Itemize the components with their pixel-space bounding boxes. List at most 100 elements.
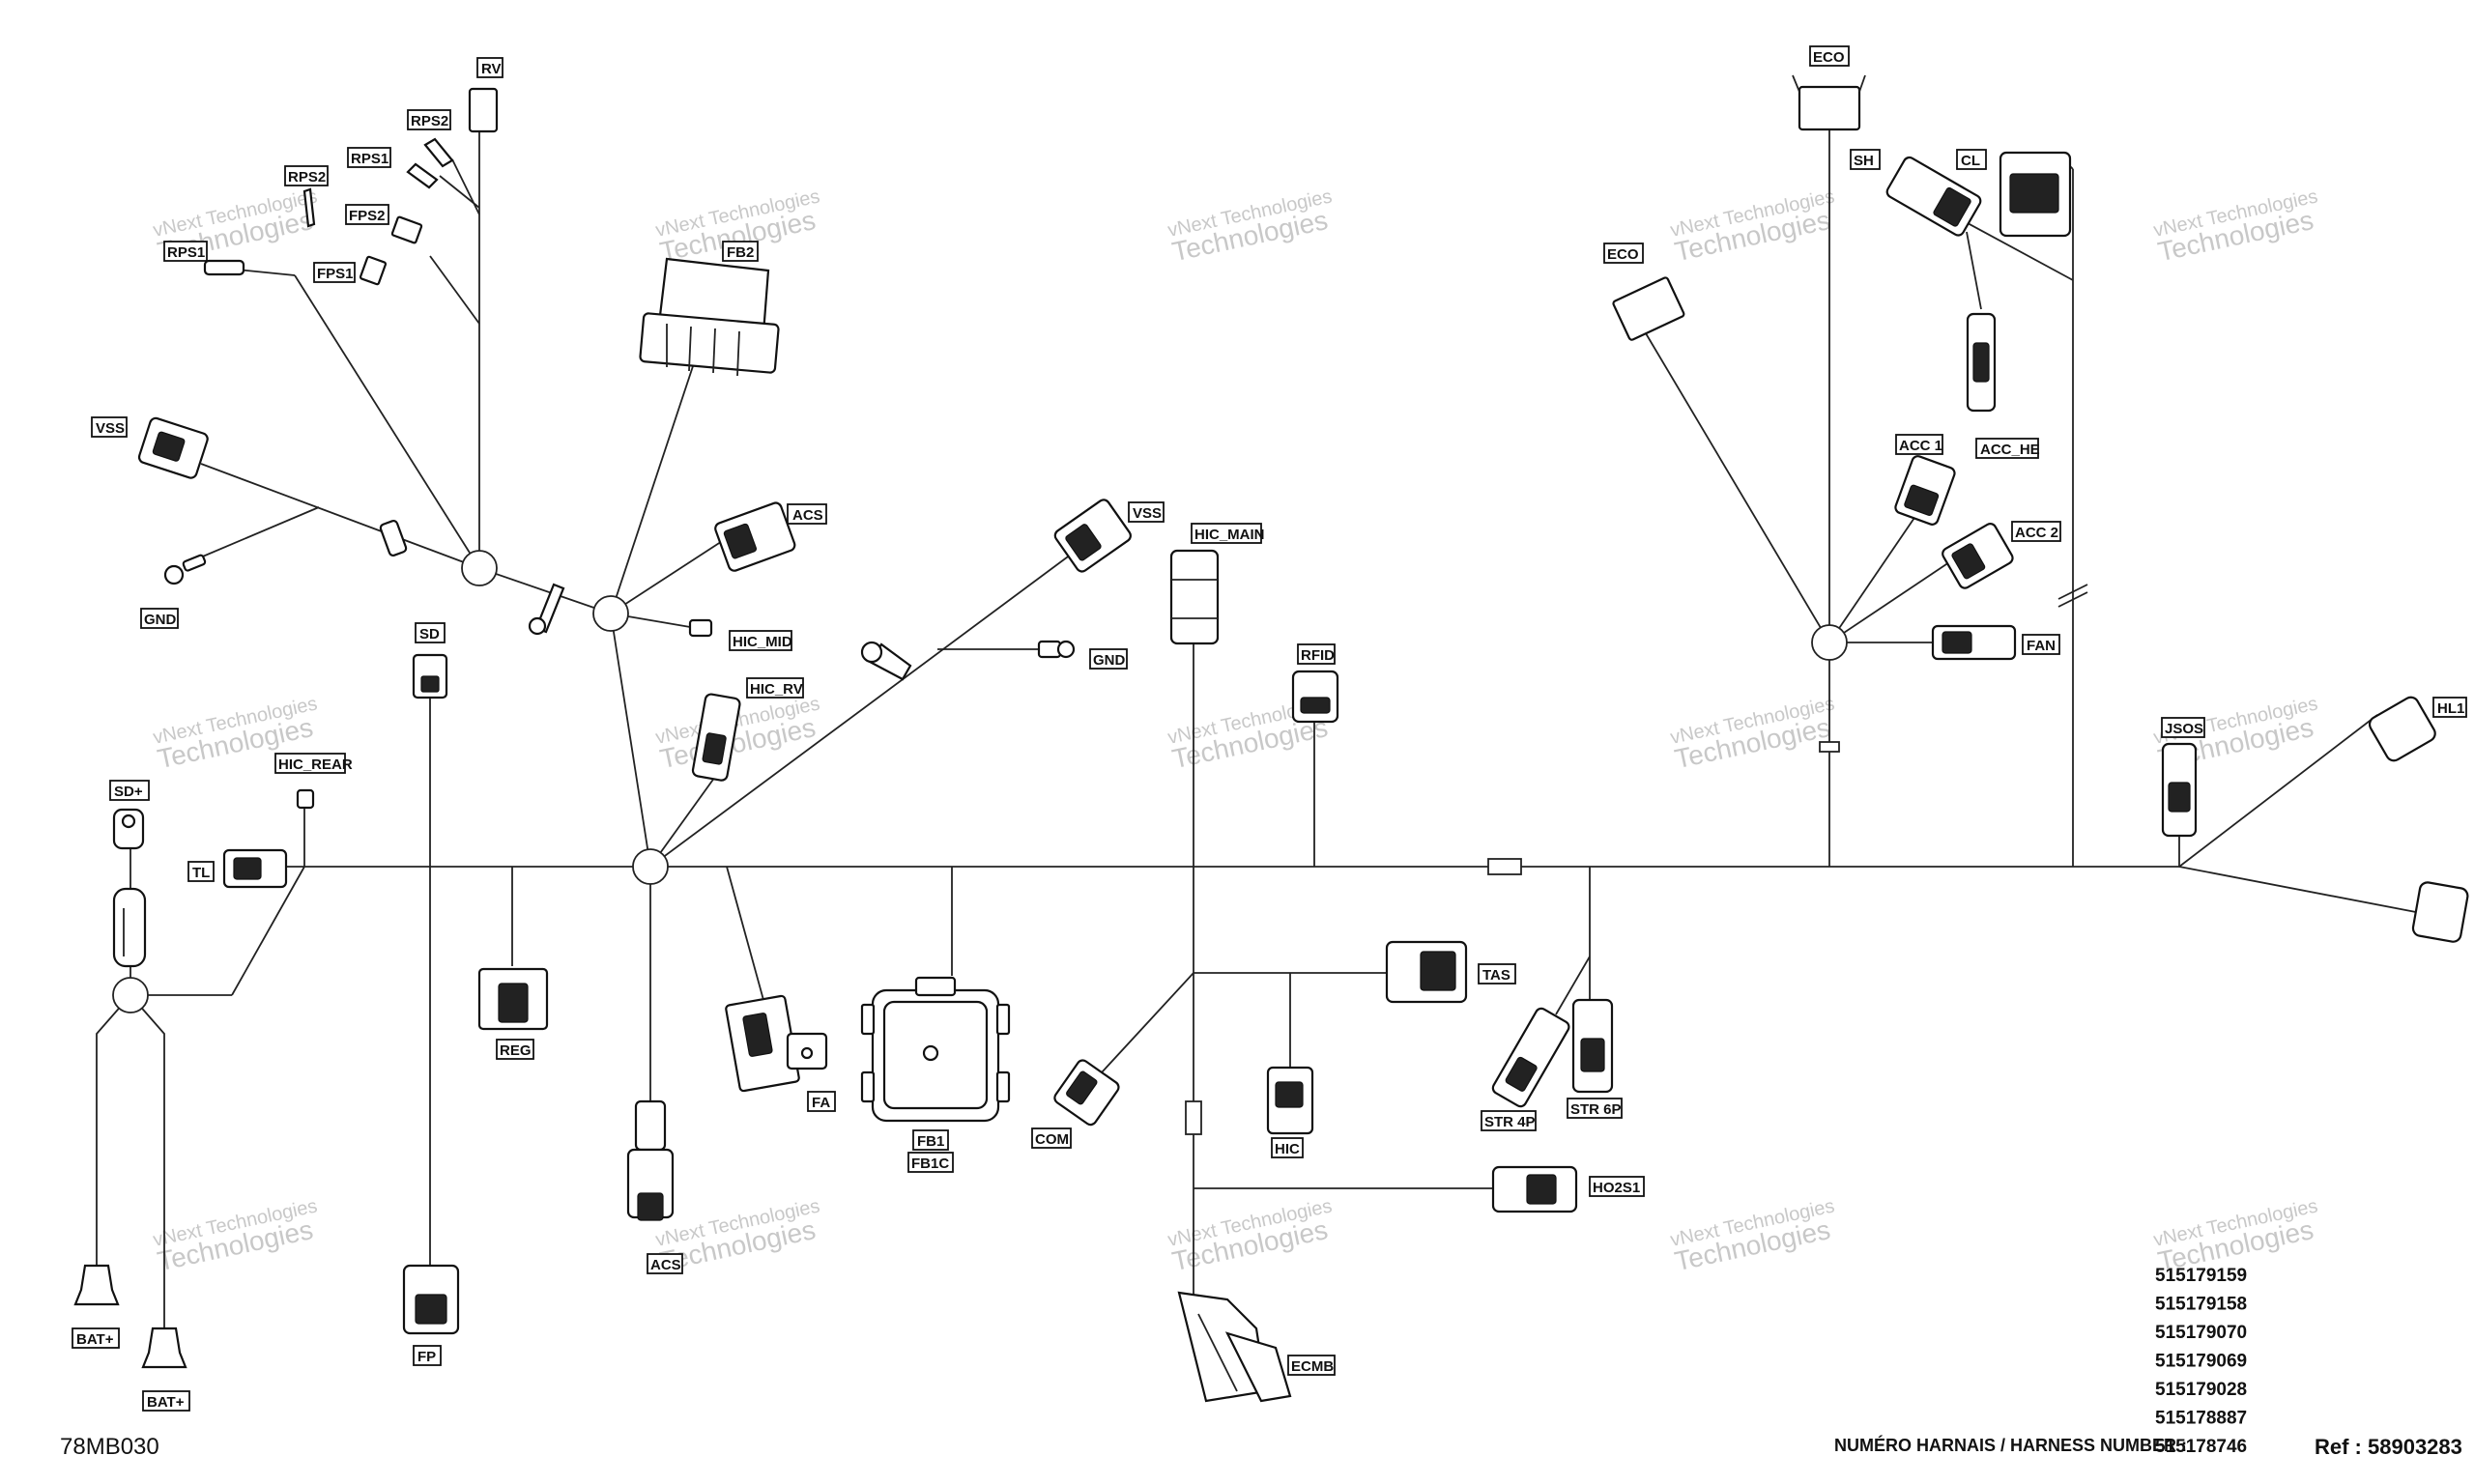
labels: RV RPS2 RPS1 RPS2 FPS2 RPS1 FPS1 VSS GND… xyxy=(72,45,2467,1412)
connector-hic-mid xyxy=(688,618,713,638)
splice-mark xyxy=(1487,858,1522,875)
label-hic-main: HIC_MAIN xyxy=(1191,523,1265,544)
label-acs-upper: ACS xyxy=(787,503,827,525)
connector-ho2s1-detail xyxy=(1526,1174,1557,1205)
svg-text:ACS: ACS xyxy=(792,507,823,524)
svg-text:BAT+: BAT+ xyxy=(76,1331,114,1348)
label-fps2: FPS2 xyxy=(345,204,389,225)
harness-number: 515179069 xyxy=(2155,1352,2247,1372)
connector-gnd-ring-end xyxy=(1056,640,1076,659)
junction xyxy=(592,595,629,632)
svg-text:GND: GND xyxy=(1093,652,1126,669)
connector-tas-detail xyxy=(1420,951,1456,991)
connector-str4p xyxy=(1491,1007,1570,1108)
label-rps1: RPS1 xyxy=(347,147,391,168)
label-hic-rv: HIC_RV xyxy=(746,677,804,699)
junctions xyxy=(112,550,1848,1135)
svg-text:HO2S1: HO2S1 xyxy=(1593,1180,1640,1196)
svg-text:STR 4P: STR 4P xyxy=(1484,1114,1536,1130)
junction xyxy=(461,550,498,586)
svg-text:VSS: VSS xyxy=(96,420,125,437)
svg-text:CL: CL xyxy=(1961,153,1980,169)
label-sh: SH xyxy=(1850,149,1881,170)
wires xyxy=(96,106,2422,1333)
svg-text:HIC_MAIN: HIC_MAIN xyxy=(1194,527,1265,543)
label-jsos: JSOS xyxy=(2161,717,2205,738)
connector-acs-upper xyxy=(714,501,796,572)
label-ho2s1: HO2S1 xyxy=(1589,1176,1645,1197)
connector-gnd-right xyxy=(1037,640,1062,659)
svg-text:HIC_RV: HIC_RV xyxy=(750,681,803,698)
svg-text:HL1: HL1 xyxy=(2437,700,2464,717)
terminal-bat-plus-2 xyxy=(141,1327,187,1369)
connector-acc-he-detail xyxy=(1972,342,1990,383)
svg-text:STR 6P: STR 6P xyxy=(1570,1101,1622,1118)
connector-rv xyxy=(468,87,499,133)
label-hic: HIC xyxy=(1271,1137,1304,1158)
label-acc2: ACC 2 xyxy=(2011,521,2061,542)
label-bat-plus-2: BAT+ xyxy=(142,1390,190,1412)
connector-hic-detail xyxy=(1275,1081,1304,1108)
svg-text:RPS2: RPS2 xyxy=(288,169,326,186)
connector-acc2 xyxy=(1942,523,2014,589)
connector-sh xyxy=(1885,156,1982,237)
splice-mark xyxy=(1819,741,1840,753)
label-fan: FAN xyxy=(2022,634,2060,655)
connector-rps2 xyxy=(423,137,454,168)
connector-rfid-detail xyxy=(1300,697,1331,714)
label-sd: SD xyxy=(415,622,446,643)
svg-text:ACS: ACS xyxy=(650,1257,681,1273)
label-hic-mid: HIC_MID xyxy=(729,630,792,651)
svg-text:RPS2: RPS2 xyxy=(411,113,448,129)
label-fps1: FPS1 xyxy=(313,262,356,283)
connector-cl-detail xyxy=(2009,173,2059,214)
connectors xyxy=(73,74,2469,1403)
connector-rfid xyxy=(1291,670,1339,724)
connector-rps1-left xyxy=(203,259,245,276)
svg-text:TAS: TAS xyxy=(1482,967,1510,984)
svg-text:FB2: FB2 xyxy=(727,244,754,261)
svg-text:FB1C: FB1C xyxy=(911,1156,949,1172)
svg-text:FPS1: FPS1 xyxy=(317,266,354,282)
label-tl: TL xyxy=(187,861,215,882)
connector-hic-main xyxy=(1169,549,1220,645)
connector-vss-left xyxy=(137,416,209,479)
connector-reg-detail xyxy=(498,983,529,1023)
connector-gnd-ring xyxy=(163,564,185,585)
svg-text:JSOS: JSOS xyxy=(2165,721,2203,737)
label-acs-lower: ACS xyxy=(647,1253,683,1274)
inline-connector xyxy=(379,519,408,557)
harness-number-label: NUMÉRO HARNAIS / HARNESS NUMBER : xyxy=(1834,1435,2187,1455)
label-fb1c: FB1C xyxy=(907,1152,954,1173)
svg-text:SD+: SD+ xyxy=(114,784,143,800)
svg-text:FAN: FAN xyxy=(2027,638,2056,654)
connector-fp-detail xyxy=(415,1294,447,1325)
connector-vss-right xyxy=(1053,499,1132,573)
connector-acs-lower xyxy=(626,1099,675,1221)
junction xyxy=(112,977,149,1013)
label-cl: CL xyxy=(1956,149,1987,170)
svg-text:RFID: RFID xyxy=(1301,647,1335,664)
svg-text:VSS: VSS xyxy=(1133,505,1162,522)
svg-text:RV: RV xyxy=(481,61,502,77)
label-hic-rear: HIC_REAR xyxy=(274,753,353,774)
label-eco-top: ECO xyxy=(1809,45,1850,67)
label-fp: FP xyxy=(413,1345,442,1366)
label-vss-right: VSS xyxy=(1128,501,1165,523)
label-vss-left: VSS xyxy=(91,416,128,438)
svg-text:HIC_REAR: HIC_REAR xyxy=(278,756,353,773)
svg-text:RPS1: RPS1 xyxy=(351,151,388,167)
drawing-code: 78MB030 xyxy=(60,1434,159,1460)
svg-text:BAT+: BAT+ xyxy=(147,1394,185,1411)
svg-text:REG: REG xyxy=(500,1042,532,1059)
connector-fb1 xyxy=(860,976,1011,1123)
svg-text:COM: COM xyxy=(1035,1131,1069,1148)
label-bat-plus-1: BAT+ xyxy=(72,1327,120,1349)
harness-number: 515179070 xyxy=(2155,1323,2247,1343)
connector-str6p-detail xyxy=(1580,1038,1605,1072)
